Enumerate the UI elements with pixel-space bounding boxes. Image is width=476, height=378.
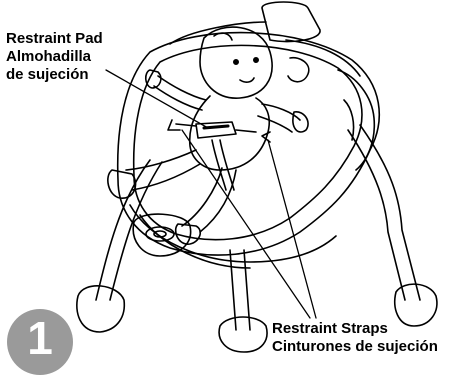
restraint-straps-label-es: Cinturones de sujeción [272, 338, 438, 356]
restraint-pad-label: Restraint Pad Almohadilla de sujeción [6, 30, 103, 84]
restraint-pad-label-en: Restraint Pad [6, 30, 103, 48]
seat-frame [77, 125, 437, 352]
restraint-straps-label: Restraint Straps Cinturones de sujeción [272, 320, 438, 356]
seat-body [118, 33, 380, 268]
restraint-pad-label-es-line2: de sujeción [6, 66, 103, 84]
restraint-straps-label-en: Restraint Straps [272, 320, 438, 338]
restraint-pad-label-es-line1: Almohadilla [6, 48, 103, 66]
step-number: 1 [4, 306, 76, 370]
